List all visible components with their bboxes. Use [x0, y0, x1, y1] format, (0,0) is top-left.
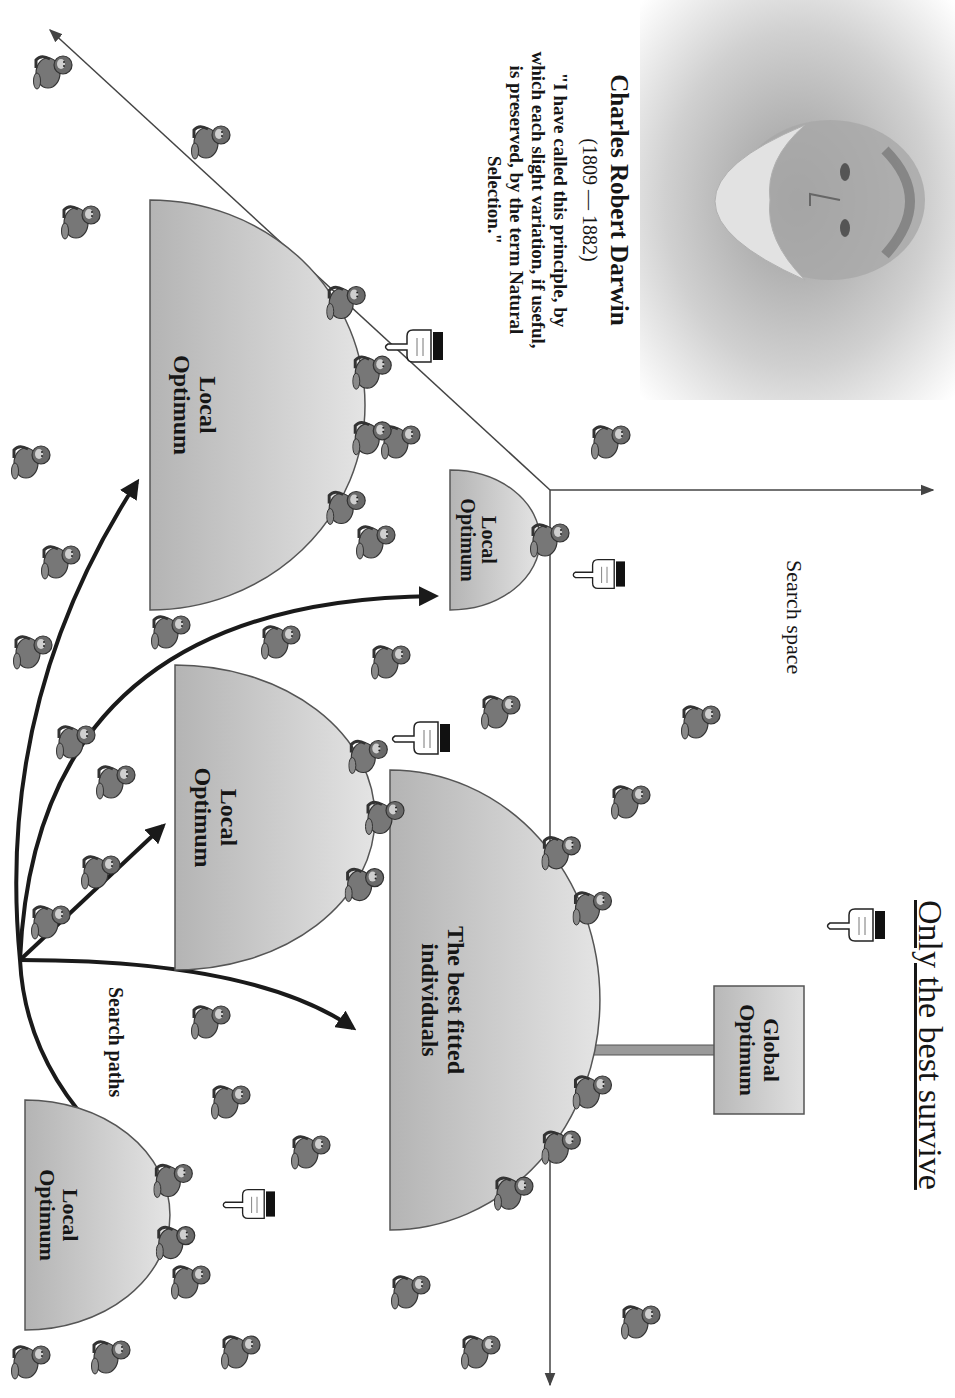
ape	[12, 1346, 51, 1379]
hill-shape	[150, 200, 365, 610]
sign-post	[590, 1045, 715, 1055]
ape	[156, 1227, 195, 1260]
signpost-board: Global Optimum	[713, 985, 805, 1115]
hill-shape	[175, 665, 375, 970]
figure-title: Only the best survive	[911, 900, 949, 1190]
ape	[592, 426, 631, 459]
quotation: "I have called this principle, by which …	[484, 50, 571, 350]
ape	[542, 1131, 581, 1164]
ape	[262, 626, 301, 659]
ape	[152, 616, 191, 649]
ape	[622, 1306, 661, 1339]
ape	[353, 356, 392, 389]
ape	[192, 1006, 231, 1039]
ape	[482, 696, 521, 729]
path-label: Search paths	[104, 984, 127, 1100]
hill-region: Local Optimum	[175, 665, 375, 970]
ape	[682, 706, 721, 739]
ape	[32, 906, 71, 939]
ape	[92, 1341, 131, 1374]
hill-region: Local Optimum	[150, 200, 365, 610]
ape	[366, 802, 405, 835]
hill-shape	[390, 770, 600, 1230]
ape	[327, 287, 366, 320]
ape	[57, 726, 96, 759]
ape	[34, 56, 73, 89]
ape	[357, 526, 396, 559]
ape	[327, 492, 366, 525]
ape	[353, 422, 392, 455]
ape	[612, 786, 651, 819]
ape	[42, 546, 81, 579]
ape	[12, 446, 51, 479]
ape	[462, 1336, 501, 1369]
search-space-axes	[50, 30, 933, 1385]
hill-region: The best fitted individuals	[390, 770, 600, 1230]
pointing-hand	[386, 330, 444, 362]
life-dates: (1809 — 1882)	[578, 40, 601, 360]
region-label: Local Optimum	[189, 767, 241, 867]
ape	[573, 892, 612, 925]
darwin-portrait	[640, 0, 955, 400]
ape	[222, 1336, 261, 1369]
sign-shape	[714, 986, 804, 1114]
ape	[154, 1165, 193, 1198]
sign-label: Global Optimum	[735, 1004, 783, 1096]
pointing-hand	[393, 722, 451, 754]
hill-shape	[450, 470, 540, 610]
region-label: The best fitted individuals	[416, 898, 468, 1103]
region-label: Local Optimum	[456, 498, 499, 581]
ape	[542, 837, 581, 870]
pointing-hand	[223, 1190, 275, 1219]
ape	[573, 1076, 612, 1109]
ape	[392, 1276, 431, 1309]
ape	[531, 524, 570, 557]
ape	[14, 636, 53, 669]
ape	[172, 1266, 211, 1299]
ape	[192, 126, 231, 159]
pointing-hand	[828, 909, 886, 941]
ape	[82, 856, 121, 889]
ape	[292, 1136, 331, 1169]
ape	[349, 741, 388, 774]
person-name: Charles Robert Darwin	[604, 40, 633, 360]
hill-region: Local Optimum	[25, 1100, 170, 1330]
ape	[494, 1177, 532, 1210]
region-label: Local Optimum	[168, 355, 220, 455]
axis-label: Search space	[782, 560, 807, 760]
pointing-hand	[573, 560, 625, 589]
ape	[345, 869, 384, 902]
ape	[372, 646, 411, 679]
ape	[97, 766, 136, 799]
ape	[62, 206, 101, 239]
hill-shape	[25, 1100, 170, 1330]
region-label: Local Optimum	[35, 1169, 83, 1261]
hill-region: Local Optimum	[450, 470, 540, 610]
ape	[212, 1086, 251, 1119]
